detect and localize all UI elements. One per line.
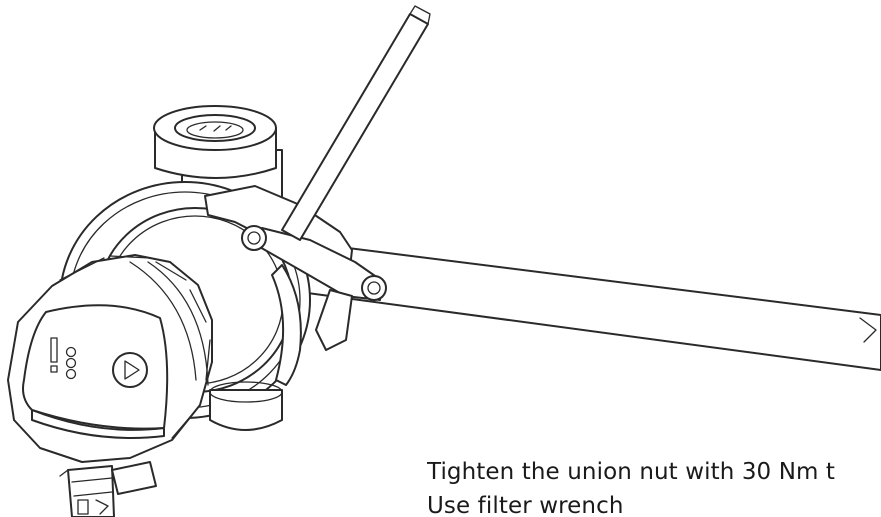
instruction-line-tool: Use filter wrench xyxy=(427,493,624,517)
wrench-clamp xyxy=(204,185,387,386)
play-button-icon xyxy=(112,352,148,388)
top-union-fitting xyxy=(153,105,283,209)
instruction-caption: Tighten the union nut with 30 Nm t Use f… xyxy=(427,455,881,517)
cable-connector xyxy=(59,461,157,517)
pump-head xyxy=(7,254,213,463)
warning-exclamation-icon xyxy=(50,337,58,373)
status-dots-icon xyxy=(65,346,77,380)
filter-wrench-long-handle xyxy=(299,241,881,371)
filter-wrench-short-arm xyxy=(281,5,431,241)
control-panel xyxy=(22,304,169,430)
instruction-line-torque: Tighten the union nut with 30 Nm t xyxy=(427,459,836,485)
